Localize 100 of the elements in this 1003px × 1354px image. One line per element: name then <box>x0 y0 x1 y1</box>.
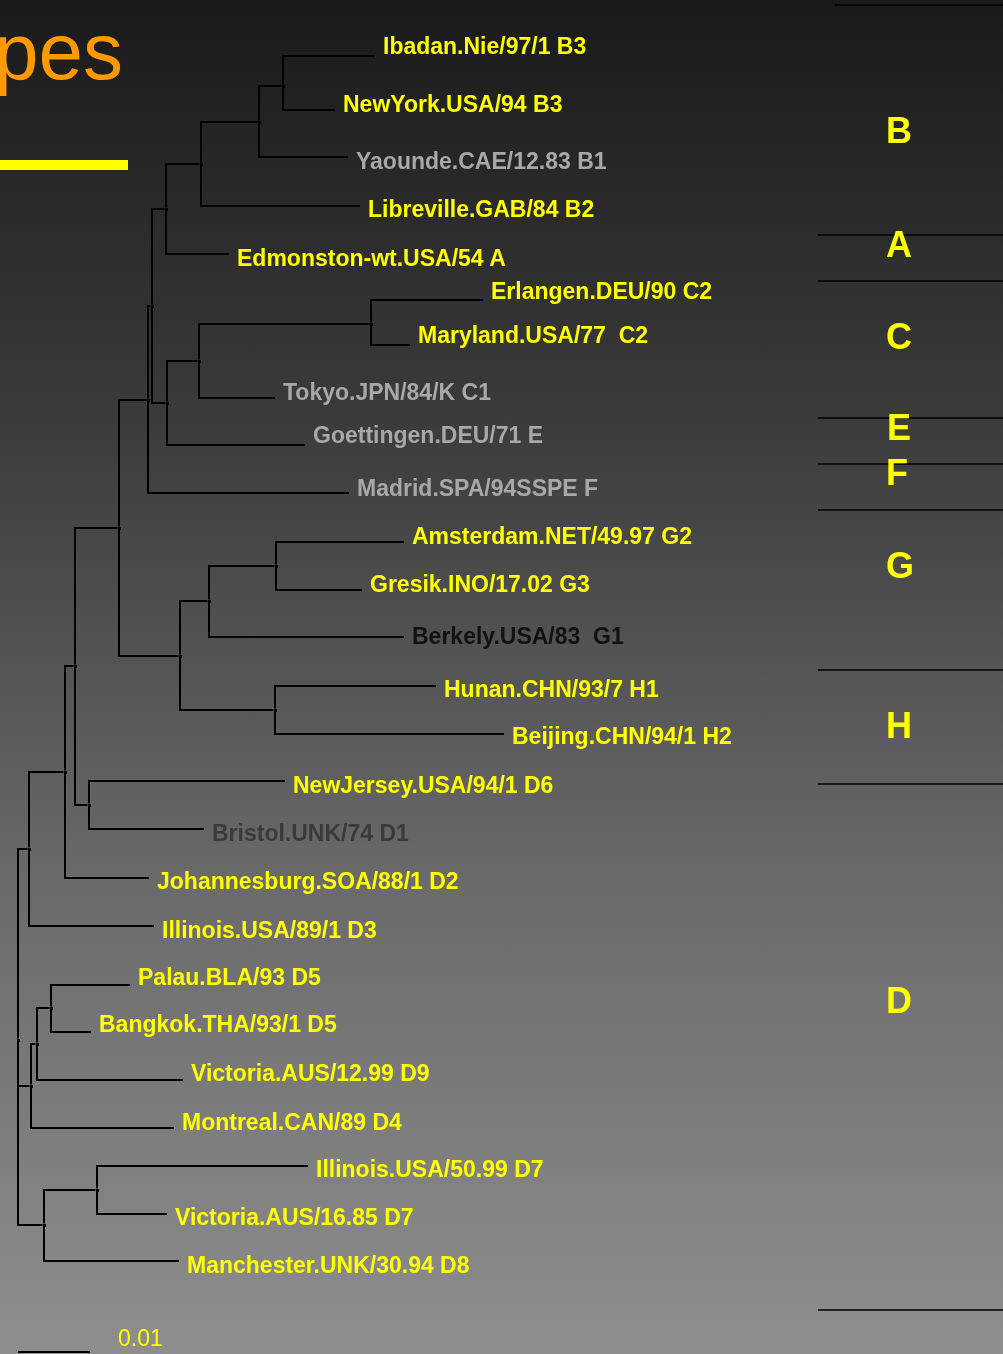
branch-point <box>150 304 154 308</box>
branch-point <box>73 664 77 668</box>
tree-branch <box>43 1225 180 1262</box>
tree-branch <box>179 600 209 656</box>
tree-branch <box>96 1165 309 1190</box>
taxon-label: Tokyo.JPN/84/K C1 <box>275 379 491 405</box>
taxon-label: Beijing.CHN/94/1 H2 <box>504 723 732 749</box>
branch-point <box>281 84 285 88</box>
taxon-label: NewJersey.USA/94/1 D6 <box>285 772 554 798</box>
branch-point <box>369 322 373 326</box>
taxon-label: Goettingen.DEU/71 E <box>305 422 544 448</box>
taxon-label: Illinois.USA/89/1 D3 <box>154 917 377 943</box>
tree-branch <box>370 299 484 324</box>
genotype-label: D <box>886 981 912 1021</box>
taxon-label: NewYork.USA/94 B3 <box>335 91 563 117</box>
taxon-label: Montreal.CAN/89 D4 <box>174 1109 402 1135</box>
tree-branch <box>74 666 89 806</box>
branch-point <box>197 359 201 363</box>
branch-point <box>273 708 277 712</box>
genotype-label: B <box>886 111 912 151</box>
taxon-label: Erlangen.DEU/90 C2 <box>483 278 713 304</box>
tree-branch <box>200 164 361 207</box>
title: pes <box>0 6 123 98</box>
branch-point <box>49 1006 53 1010</box>
tree-branch <box>50 984 131 1008</box>
tree-branch <box>165 209 230 255</box>
tree-branch <box>282 86 336 111</box>
taxon-label: Victoria.AUS/12.99 D9 <box>183 1060 430 1086</box>
genotype-label: H <box>886 706 912 746</box>
branch-point <box>117 526 121 530</box>
tree-branch <box>118 528 180 657</box>
taxon-label: Johannesburg.SOA/88/1 D2 <box>149 868 459 894</box>
taxon-label: Hunan.CHN/93/7 H1 <box>436 676 659 702</box>
branch-point <box>29 1084 33 1088</box>
branch-point <box>165 401 169 405</box>
taxon-label: Victoria.AUS/16.85 D7 <box>167 1204 414 1230</box>
tree-branch <box>30 1043 37 1086</box>
branch-point <box>95 1188 99 1192</box>
taxon-label: Madrid.SPA/94SSPE F <box>349 475 599 501</box>
branch-point <box>274 564 278 568</box>
taxon-label: Yaounde.CAE/12.83 B1 <box>348 148 607 174</box>
tree-branch <box>36 1007 51 1044</box>
taxon-label: Maryland.USA/77 C2 <box>410 322 649 348</box>
branch-point <box>87 803 91 807</box>
taxon-label: Berkely.USA/83 G1 <box>404 623 624 649</box>
branch-point <box>207 599 211 603</box>
tree-branch <box>198 323 371 361</box>
tree-branch <box>198 361 276 399</box>
tree-branch <box>147 305 152 400</box>
tree-branch <box>96 1190 168 1215</box>
tree-branch <box>64 665 75 772</box>
tree-branch <box>275 566 363 591</box>
tree-branch <box>74 527 119 666</box>
branch-point <box>164 207 168 211</box>
branch-point <box>27 847 31 851</box>
genotype-label: G <box>886 546 914 586</box>
taxon-label: Amsterdam.NET/49.97 G2 <box>404 523 692 549</box>
tree-branch <box>88 780 286 805</box>
genotype-label: C <box>886 317 912 357</box>
taxon-label: Bangkok.THA/93/1 D5 <box>91 1011 337 1037</box>
tree-branch <box>36 1044 184 1081</box>
taxon-label: Libreville.GAB/84 B2 <box>360 196 595 222</box>
scale-value: 0.01 <box>118 1325 163 1351</box>
tree-branch <box>151 208 166 306</box>
tree-branch <box>165 163 201 209</box>
tree-branch <box>88 805 205 830</box>
tree-branch <box>17 848 29 1040</box>
tree-branch <box>151 306 167 404</box>
taxon-label: Illinois.USA/50.99 D7 <box>308 1156 544 1182</box>
branch-point <box>199 162 203 166</box>
tree-branch <box>275 541 405 566</box>
branch-point <box>42 1223 46 1227</box>
tree-branch <box>208 565 276 601</box>
tree-branch <box>17 1040 44 1226</box>
genotype-label: F <box>886 453 908 493</box>
tree-branch <box>282 55 376 86</box>
tree-branch <box>258 122 349 158</box>
tree-branch <box>28 771 65 849</box>
tree-branch <box>30 1086 175 1129</box>
genotype-label: A <box>886 225 912 265</box>
tree-branch <box>208 601 405 638</box>
branch-point <box>146 398 150 402</box>
branch-point <box>178 654 182 658</box>
tree-branch <box>200 121 259 164</box>
taxon-label: Ibadan.Nie/97/1 B3 <box>375 33 587 59</box>
tree-branch <box>166 360 199 403</box>
taxon-label: Gresik.INO/17.02 G3 <box>362 571 590 597</box>
branch-point <box>35 1042 39 1046</box>
tree-branch <box>258 85 283 122</box>
tree-branch <box>274 710 505 735</box>
taxon-label: Manchester.UNK/30.94 D8 <box>179 1252 470 1278</box>
taxon-label: Palau.BLA/93 D5 <box>130 964 321 990</box>
tree-branch <box>64 772 150 879</box>
tree-branch <box>166 403 306 446</box>
tree-branch <box>147 400 350 494</box>
branch-point <box>16 1038 20 1042</box>
taxon-label: Edmonston-wt.USA/54 A <box>229 245 506 271</box>
tree-branch <box>50 1008 92 1033</box>
tree-branch <box>43 1189 97 1225</box>
branch-point <box>257 120 261 124</box>
